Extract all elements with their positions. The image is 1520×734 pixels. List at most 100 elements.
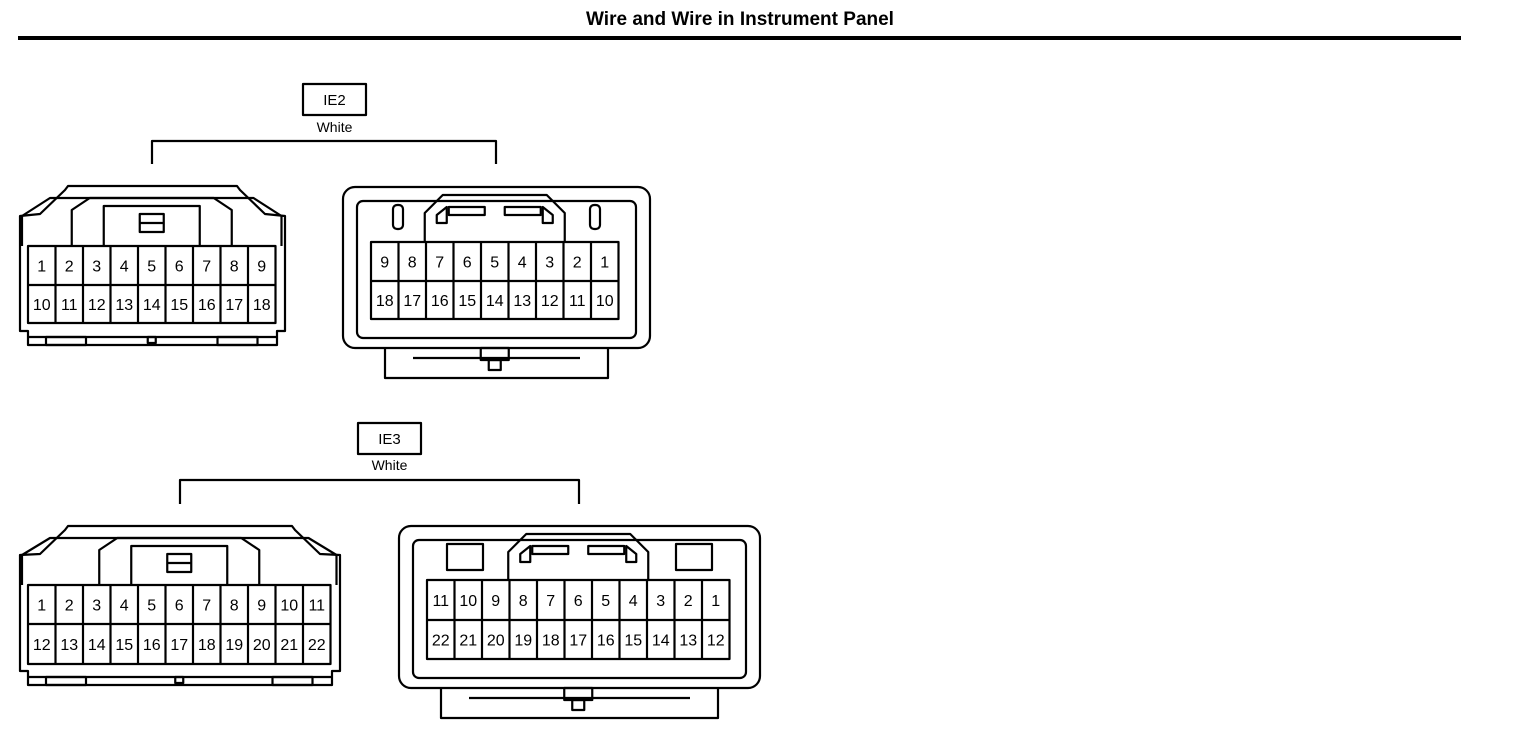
female-pin-label: 14	[486, 293, 504, 310]
female-pin-label: 7	[546, 593, 555, 610]
female-latch-block	[383, 348, 610, 380]
female-pin-label: 17	[569, 633, 587, 650]
female-pin-label: 13	[679, 633, 697, 650]
male-foot-right	[271, 675, 314, 687]
male-pin-label: 3	[92, 259, 101, 276]
female-pin-label: 3	[656, 593, 665, 610]
male-lock-frame	[130, 544, 229, 585]
female-lock-arrow-right	[625, 544, 638, 564]
male-pin-label: 14	[143, 297, 161, 314]
male-foot-left	[44, 335, 88, 347]
male-pin-label: 16	[143, 637, 161, 654]
female-lock-hood	[507, 532, 650, 580]
male-lock-hood	[98, 536, 261, 585]
male-lock-hood	[70, 196, 233, 246]
male-pin-label: 18	[253, 297, 271, 314]
female-pin-label: 3	[545, 255, 554, 272]
male-pin-label: 1	[37, 598, 46, 615]
female-guide-right	[674, 542, 714, 572]
male-pin-label: 22	[308, 637, 326, 654]
male-pin-label: 15	[115, 637, 133, 654]
female-lock-slot-left	[447, 205, 486, 217]
male-pin-label: 5	[147, 598, 156, 615]
male-pin-label: 13	[115, 297, 133, 314]
female-pin-label: 11	[432, 593, 449, 610]
male-pin-label: 18	[198, 637, 216, 654]
connector-tag-box	[301, 82, 368, 117]
male-pin-label: 17	[170, 637, 188, 654]
female-pin-label: 8	[519, 593, 528, 610]
male-pin-label: 5	[147, 259, 156, 276]
female-lock-arrow-right	[541, 205, 554, 225]
female-pin-label: 11	[569, 293, 586, 310]
female-lock-hood	[423, 193, 566, 242]
female-pin-label: 9	[380, 255, 389, 272]
female-pin-label: 6	[574, 593, 583, 610]
female-pin-label: 14	[652, 633, 670, 650]
female-pin-label: 7	[435, 255, 444, 272]
female-pin-label: 17	[403, 293, 421, 310]
page-title: Wire and Wire in Instrument Panel	[586, 9, 894, 30]
male-pin-label: 14	[88, 637, 106, 654]
female-pin-label: 21	[459, 633, 477, 650]
female-pin-label: 16	[597, 633, 615, 650]
female-pin-label: 2	[573, 255, 582, 272]
female-pin-label: 20	[487, 633, 505, 650]
male-foot-left	[44, 675, 88, 687]
female-latch-tab	[487, 358, 502, 372]
female-latch-tab	[571, 698, 586, 712]
female-pin-label: 22	[432, 633, 450, 650]
male-pin-label: 11	[61, 297, 78, 314]
male-pin-label: 9	[257, 598, 266, 615]
male-pin-label: 21	[280, 637, 298, 654]
male-pin-label: 12	[88, 297, 106, 314]
female-lock-slot-right	[587, 544, 626, 556]
female-pin-label: 18	[376, 293, 394, 310]
female-housing-inner	[411, 538, 748, 680]
female-guide-left	[391, 203, 405, 231]
female-pin-label: 12	[541, 293, 559, 310]
female-housing-inner	[355, 199, 638, 340]
female-latch-block	[439, 688, 720, 720]
male-pin-label: 16	[198, 297, 216, 314]
male-pin-label: 2	[65, 598, 74, 615]
female-lock-slot-right	[503, 205, 542, 217]
male-pin-label: 6	[175, 259, 184, 276]
female-pin-label: 13	[513, 293, 531, 310]
female-pin-label: 8	[408, 255, 417, 272]
female-pin-label: 15	[458, 293, 476, 310]
female-pin-label: 10	[596, 293, 614, 310]
male-key	[146, 335, 157, 345]
female-pin-label: 5	[490, 255, 499, 272]
male-pin-label: 9	[257, 259, 266, 276]
female-pin-label: 1	[711, 593, 720, 610]
title-rule	[18, 36, 1461, 40]
male-pin-label: 20	[253, 637, 271, 654]
male-pin-label: 10	[33, 297, 51, 314]
male-pin-label: 8	[230, 259, 239, 276]
female-pin-label: 9	[491, 593, 500, 610]
male-pin-label: 10	[280, 598, 298, 615]
connector-tag-box	[356, 421, 423, 456]
female-pin-label: 10	[459, 593, 477, 610]
female-pin-label: 12	[707, 633, 725, 650]
female-guide-right	[588, 203, 602, 231]
male-pin-label: 8	[230, 598, 239, 615]
female-pin-label: 2	[684, 593, 693, 610]
connector-bracket	[150, 139, 498, 164]
male-foot-right	[216, 335, 259, 347]
male-pin-label: 1	[37, 259, 46, 276]
female-pin-label: 15	[624, 633, 642, 650]
male-pin-label: 3	[92, 598, 101, 615]
male-pin-label: 6	[175, 598, 184, 615]
male-pin-label: 12	[33, 637, 51, 654]
female-pin-label: 18	[542, 633, 560, 650]
male-pin-label: 7	[202, 598, 211, 615]
male-pin-label: 17	[225, 297, 243, 314]
